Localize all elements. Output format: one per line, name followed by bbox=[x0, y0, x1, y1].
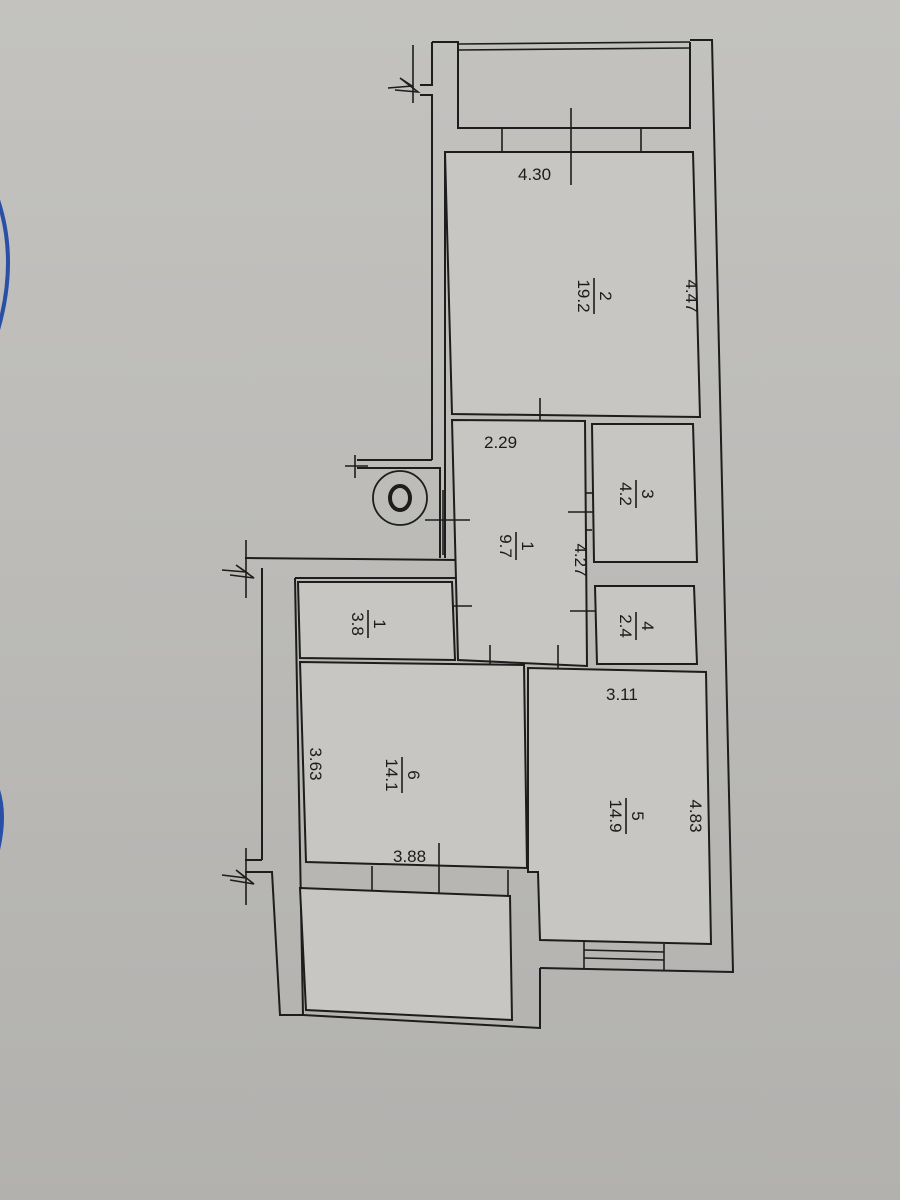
room-5-number: 5 bbox=[628, 811, 647, 820]
room-1-small-area: 3.8 bbox=[348, 612, 367, 636]
room-6-number: 6 bbox=[404, 770, 423, 779]
room-5: 3.11 4.83 5 14.9 bbox=[527, 666, 713, 970]
dim-2-29: 2.29 bbox=[484, 433, 517, 452]
dim-4-27: 4.27 bbox=[571, 543, 590, 576]
room-6: 3.63 3.88 6 14.1 bbox=[298, 660, 529, 1022]
room-2: 4.30 4.47 2 19.2 bbox=[443, 108, 702, 435]
room-1-hall-number: 1 bbox=[518, 541, 537, 550]
dim-4-47: 4.47 bbox=[682, 279, 701, 312]
wall-break-symbols bbox=[221, 45, 421, 905]
room-3-area: 4.2 bbox=[616, 482, 635, 506]
room-5-area: 14.9 bbox=[606, 799, 625, 832]
dim-4-83: 4.83 bbox=[686, 799, 705, 832]
blue-ink-arc-top bbox=[0, 199, 10, 331]
dim-4-30: 4.30 bbox=[518, 165, 551, 184]
dim-3-11: 3.11 bbox=[606, 685, 638, 704]
room-3: 3 4.2 bbox=[590, 423, 699, 563]
dim-3-88: 3.88 bbox=[393, 847, 426, 866]
riser-symbol-icon bbox=[372, 470, 428, 526]
room-1-hall: 2.29 4.27 1 9.7 bbox=[425, 418, 613, 684]
room-2-number: 2 bbox=[596, 291, 615, 300]
dim-3-63: 3.63 bbox=[306, 747, 325, 780]
blue-ink-arc-bottom bbox=[0, 789, 4, 851]
room-6-area: 14.1 bbox=[382, 758, 401, 791]
room-1-hall-area: 9.7 bbox=[496, 534, 515, 558]
window-symbol bbox=[583, 942, 665, 970]
room-1-small: 1 3.8 bbox=[296, 581, 457, 662]
room-4-number: 4 bbox=[638, 621, 657, 630]
room-1-small-number: 1 bbox=[370, 619, 389, 628]
room-3-number: 3 bbox=[638, 489, 657, 498]
room-4: 4 2.4 bbox=[593, 585, 699, 665]
room-4-area: 2.4 bbox=[616, 614, 635, 638]
room-2-area: 19.2 bbox=[574, 279, 593, 312]
